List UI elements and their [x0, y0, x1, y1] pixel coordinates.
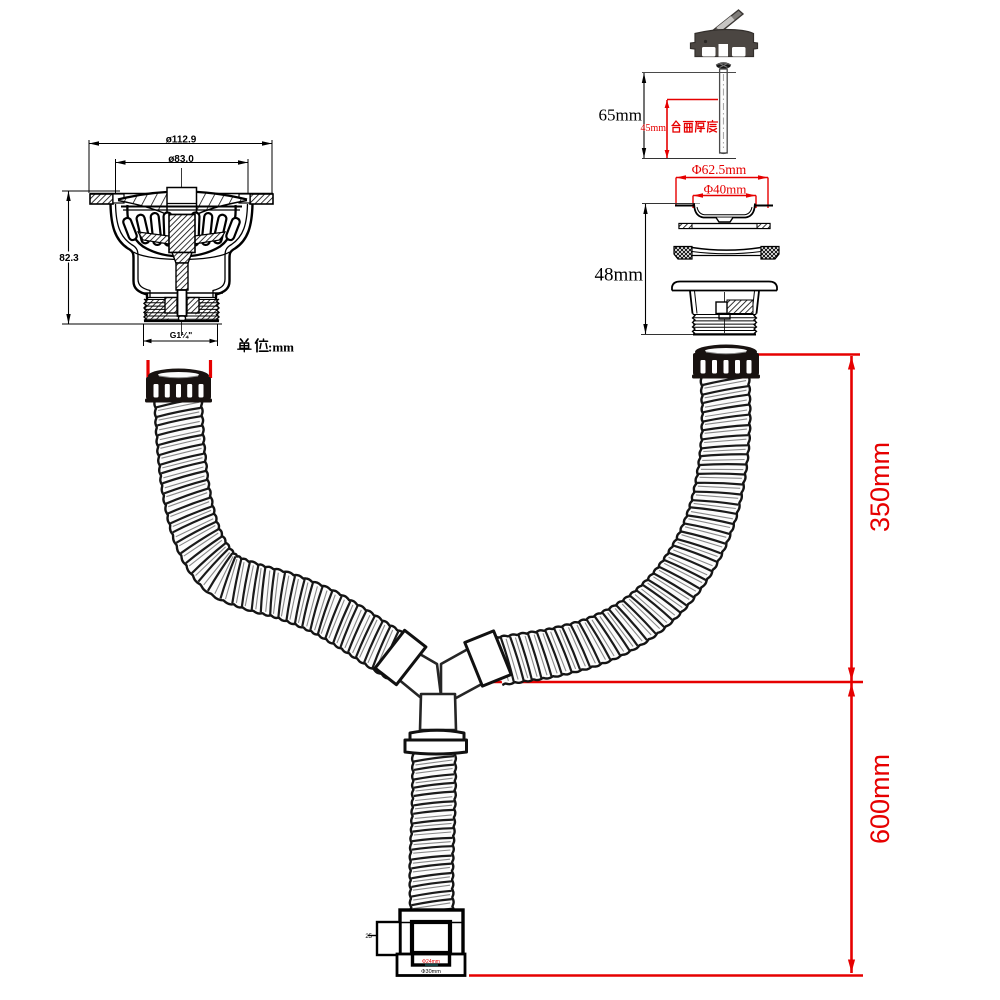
- svg-text:Φ40mm: Φ40mm: [704, 182, 747, 197]
- svg-text:G1¼": G1¼": [170, 330, 192, 340]
- svg-text:48mm: 48mm: [594, 265, 643, 286]
- svg-text:Φ30mm: Φ30mm: [421, 969, 441, 975]
- svg-text:65mm: 65mm: [599, 106, 642, 125]
- svg-text:Φ24mm: Φ24mm: [422, 959, 440, 965]
- svg-text:ø83.0: ø83.0: [168, 154, 194, 165]
- svg-text::mm: :mm: [268, 340, 294, 355]
- svg-text:45mm: 45mm: [640, 123, 666, 134]
- svg-text:25: 25: [365, 934, 372, 940]
- svg-text:82.3: 82.3: [59, 253, 79, 264]
- svg-text:350mm: 350mm: [865, 442, 895, 532]
- svg-text:ø112.9: ø112.9: [166, 134, 197, 145]
- svg-text:Φ62.5mm: Φ62.5mm: [692, 162, 747, 177]
- svg-text:600mm: 600mm: [865, 754, 895, 844]
